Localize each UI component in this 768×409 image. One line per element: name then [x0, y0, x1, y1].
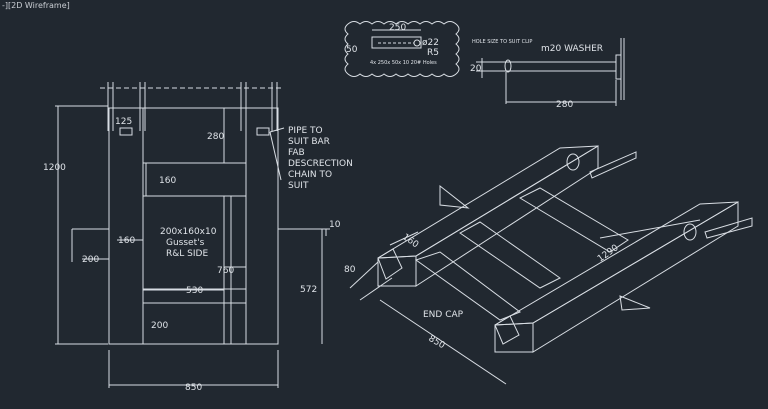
pin-washer-label: m20 WASHER — [541, 44, 603, 54]
pipe-note-6: SUIT — [288, 181, 309, 191]
dim-530: 530 — [186, 286, 203, 296]
pipe-note-2: SUIT BAR — [288, 137, 330, 147]
dim-125: 125 — [115, 117, 132, 127]
iso-dim-160: 160 — [400, 232, 420, 250]
iso-dim-850: 850 — [427, 334, 447, 351]
dim-280-top: 280 — [207, 132, 224, 142]
gusset-note-2: Gusset's — [166, 238, 205, 248]
plate-dim-250: 250 — [389, 23, 406, 33]
plate-detail — [344, 21, 460, 77]
iso-end-cap-label: END CAP — [423, 310, 464, 320]
plate-dim-22: ø22 — [422, 38, 439, 48]
pipe-note-3: FAB — [288, 148, 305, 158]
pin-dim-280: 280 — [556, 100, 573, 110]
dim-160-left: 160 — [118, 236, 135, 246]
pin-hole-note: HOLE SIZE TO SUIT CLIP — [472, 39, 532, 45]
pipe-note-4: DESCRECTION — [288, 159, 353, 169]
iso-dim-80: 80 — [344, 265, 356, 275]
dim-200-bottom: 200 — [151, 321, 168, 331]
pin-dim-20: 20 — [470, 64, 482, 74]
plate-note: 4x 250x 50x 10 20# Holes — [370, 60, 437, 66]
dim-850: 850 — [185, 383, 202, 393]
viewport-label[interactable]: -][2D Wireframe] — [2, 1, 70, 10]
dim-200-left: 200 — [82, 255, 99, 265]
plate-dim-r5: R5 — [427, 48, 439, 58]
plate-dim-50: 50 — [346, 45, 358, 55]
isometric-view — [349, 145, 753, 385]
dim-572: 572 — [300, 285, 317, 295]
gusset-note-1: 200x160x10 — [160, 227, 217, 237]
dim-760: 760 — [217, 266, 234, 276]
pipe-note-1: PIPE TO — [288, 126, 323, 136]
dim-160-top: 160 — [159, 176, 176, 186]
elevation-view — [55, 82, 330, 388]
dim-1200: 1200 — [43, 163, 66, 173]
pipe-note-5: CHAIN TO — [288, 170, 332, 180]
pin-detail — [476, 38, 625, 106]
gusset-note-3: R&L SIDE — [166, 249, 208, 259]
dim-10: 10 — [329, 220, 341, 230]
